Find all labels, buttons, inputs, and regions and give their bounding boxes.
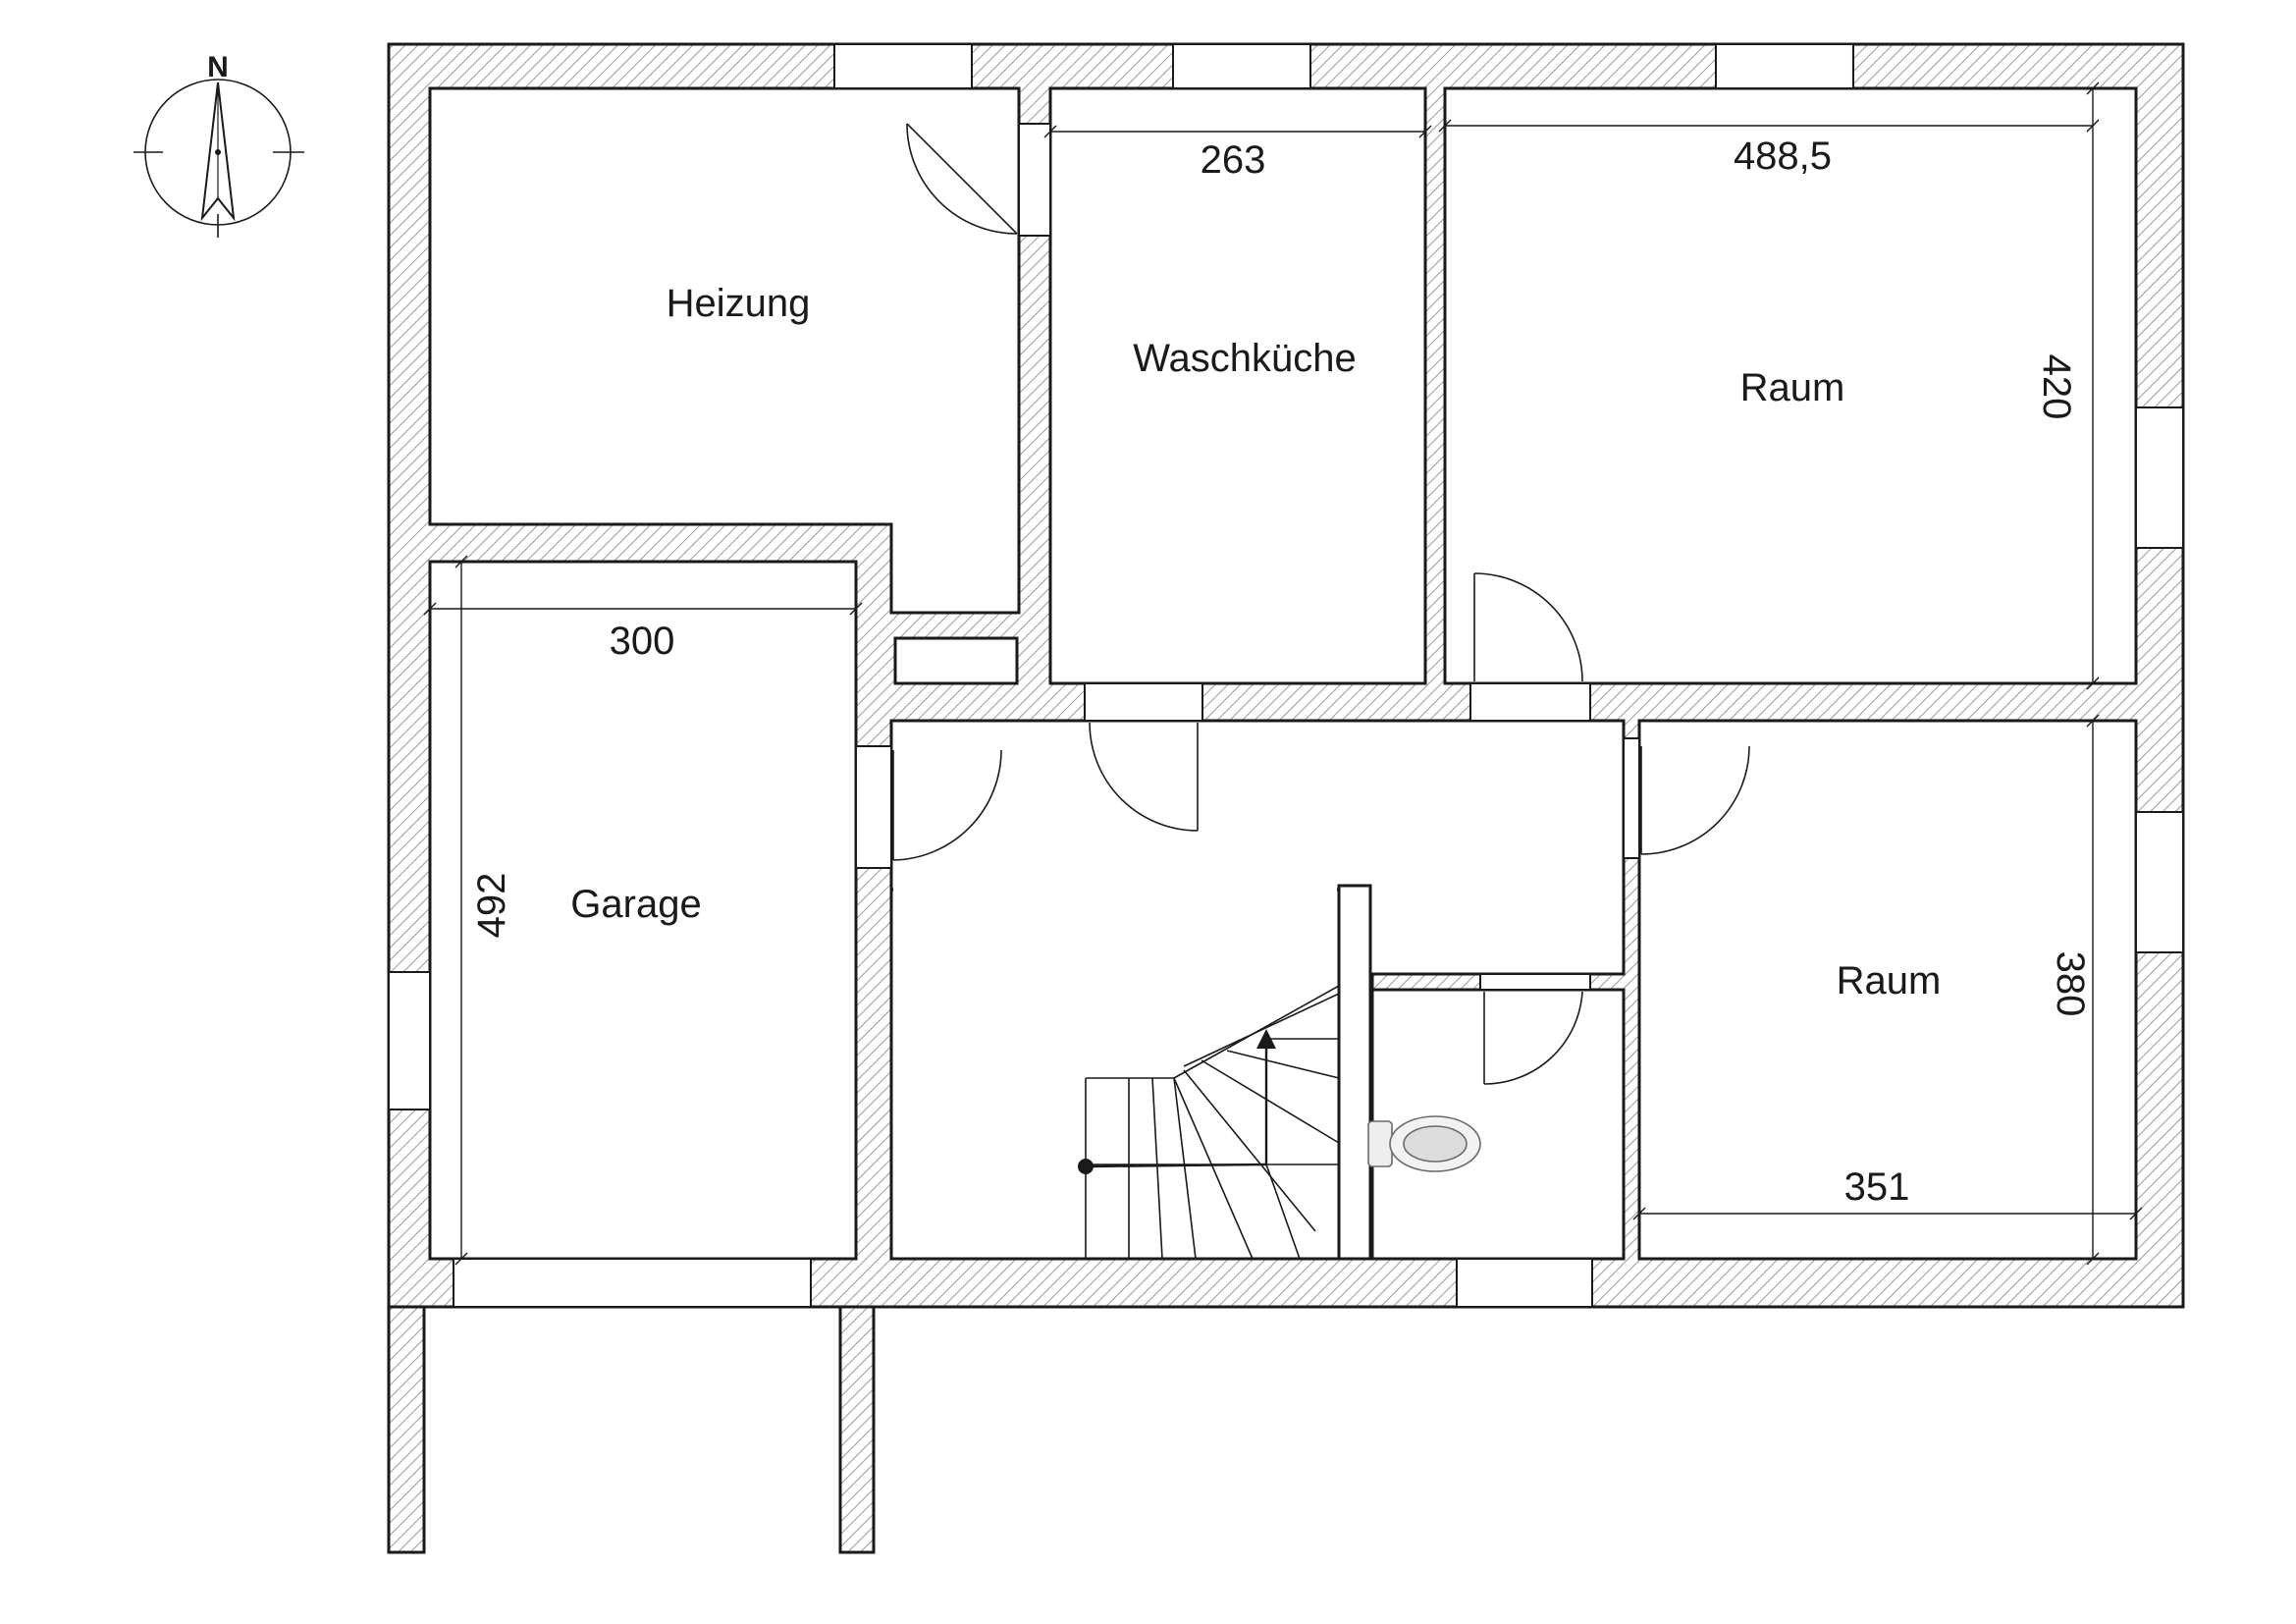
garage-room bbox=[428, 560, 858, 1261]
door-wc bbox=[1483, 991, 1583, 1085]
staircase bbox=[1078, 884, 1372, 1261]
dim-raum-bottom-width bbox=[1632, 1207, 2143, 1220]
dim-label-garage-depth: 492 bbox=[470, 873, 513, 939]
openings bbox=[388, 43, 2184, 1308]
heizung-room bbox=[428, 86, 1021, 615]
toilet-icon bbox=[1367, 1115, 1481, 1172]
dim-label-waschkueche-width: 263 bbox=[1201, 138, 1266, 182]
room-label-garage: Garage bbox=[570, 883, 701, 926]
dim-label-raum-top-width: 488,5 bbox=[1734, 135, 1832, 178]
dim-label-raum-bottom-width: 351 bbox=[1844, 1165, 1910, 1209]
stair-start-dot bbox=[1078, 1159, 1094, 1174]
cupboard bbox=[893, 636, 1019, 685]
compass-north-label: N bbox=[207, 51, 229, 83]
room-label-heizung: Heizung bbox=[667, 282, 811, 325]
dim-garage-depth bbox=[454, 555, 468, 1266]
door-garage bbox=[892, 749, 1002, 861]
dim-label-raum-top-depth: 420 bbox=[2035, 354, 2078, 420]
window-heizung bbox=[833, 43, 973, 89]
room-interiors bbox=[428, 86, 2138, 1261]
dimension-lines bbox=[423, 81, 2143, 1266]
door-heizung bbox=[906, 123, 1018, 235]
room-labels: Heizung Waschküche Raum Garage Raum bbox=[570, 282, 1941, 1002]
north-arrow-icon: N bbox=[133, 51, 304, 238]
window-waschkueche bbox=[1172, 43, 1311, 89]
dim-raum-bottom-depth bbox=[2086, 714, 2100, 1266]
door-raum-top bbox=[1473, 572, 1583, 682]
dim-label-garage-width: 300 bbox=[610, 620, 675, 663]
room-label-raum-top: Raum bbox=[1740, 366, 1845, 409]
door-waschkueche bbox=[1089, 722, 1199, 832]
doorway-raum-top bbox=[1469, 682, 1591, 722]
door-swings bbox=[892, 123, 1750, 1085]
dim-raum-top-depth bbox=[2086, 81, 2100, 690]
window-garage bbox=[388, 971, 431, 1110]
window-raum-top-right bbox=[2135, 406, 2184, 549]
door-raum-bottom bbox=[1640, 745, 1750, 855]
window-raum-bottom-right bbox=[2135, 811, 2184, 953]
waschkueche-room bbox=[1048, 86, 1427, 685]
garage-door-opening bbox=[453, 1258, 812, 1308]
doorway-raum-bottom bbox=[1623, 737, 1640, 859]
dimension-labels: 263 488,5 420 300 492 380 351 bbox=[470, 135, 2092, 1209]
dim-waschkueche-width bbox=[1043, 125, 1432, 138]
doorway-waschkueche bbox=[1084, 682, 1203, 722]
doorway-heizung bbox=[1018, 123, 1051, 237]
dim-label-raum-bottom-depth: 380 bbox=[2049, 951, 2092, 1017]
stair-area bbox=[889, 888, 1341, 1261]
dim-garage-width bbox=[423, 602, 863, 616]
window-raum-top bbox=[1715, 43, 1854, 89]
window-wc bbox=[1456, 1258, 1593, 1308]
doorway-garage bbox=[855, 745, 892, 869]
stair-walk-line bbox=[1087, 1163, 1267, 1168]
raum-top-room bbox=[1443, 86, 2138, 685]
stair-arrow-icon bbox=[1256, 1029, 1276, 1049]
raum-bottom-room bbox=[1637, 719, 2138, 1261]
room-label-raum-bottom: Raum bbox=[1837, 959, 1942, 1002]
room-label-waschkueche: Waschküche bbox=[1133, 337, 1357, 380]
doorway-wc bbox=[1479, 973, 1591, 991]
